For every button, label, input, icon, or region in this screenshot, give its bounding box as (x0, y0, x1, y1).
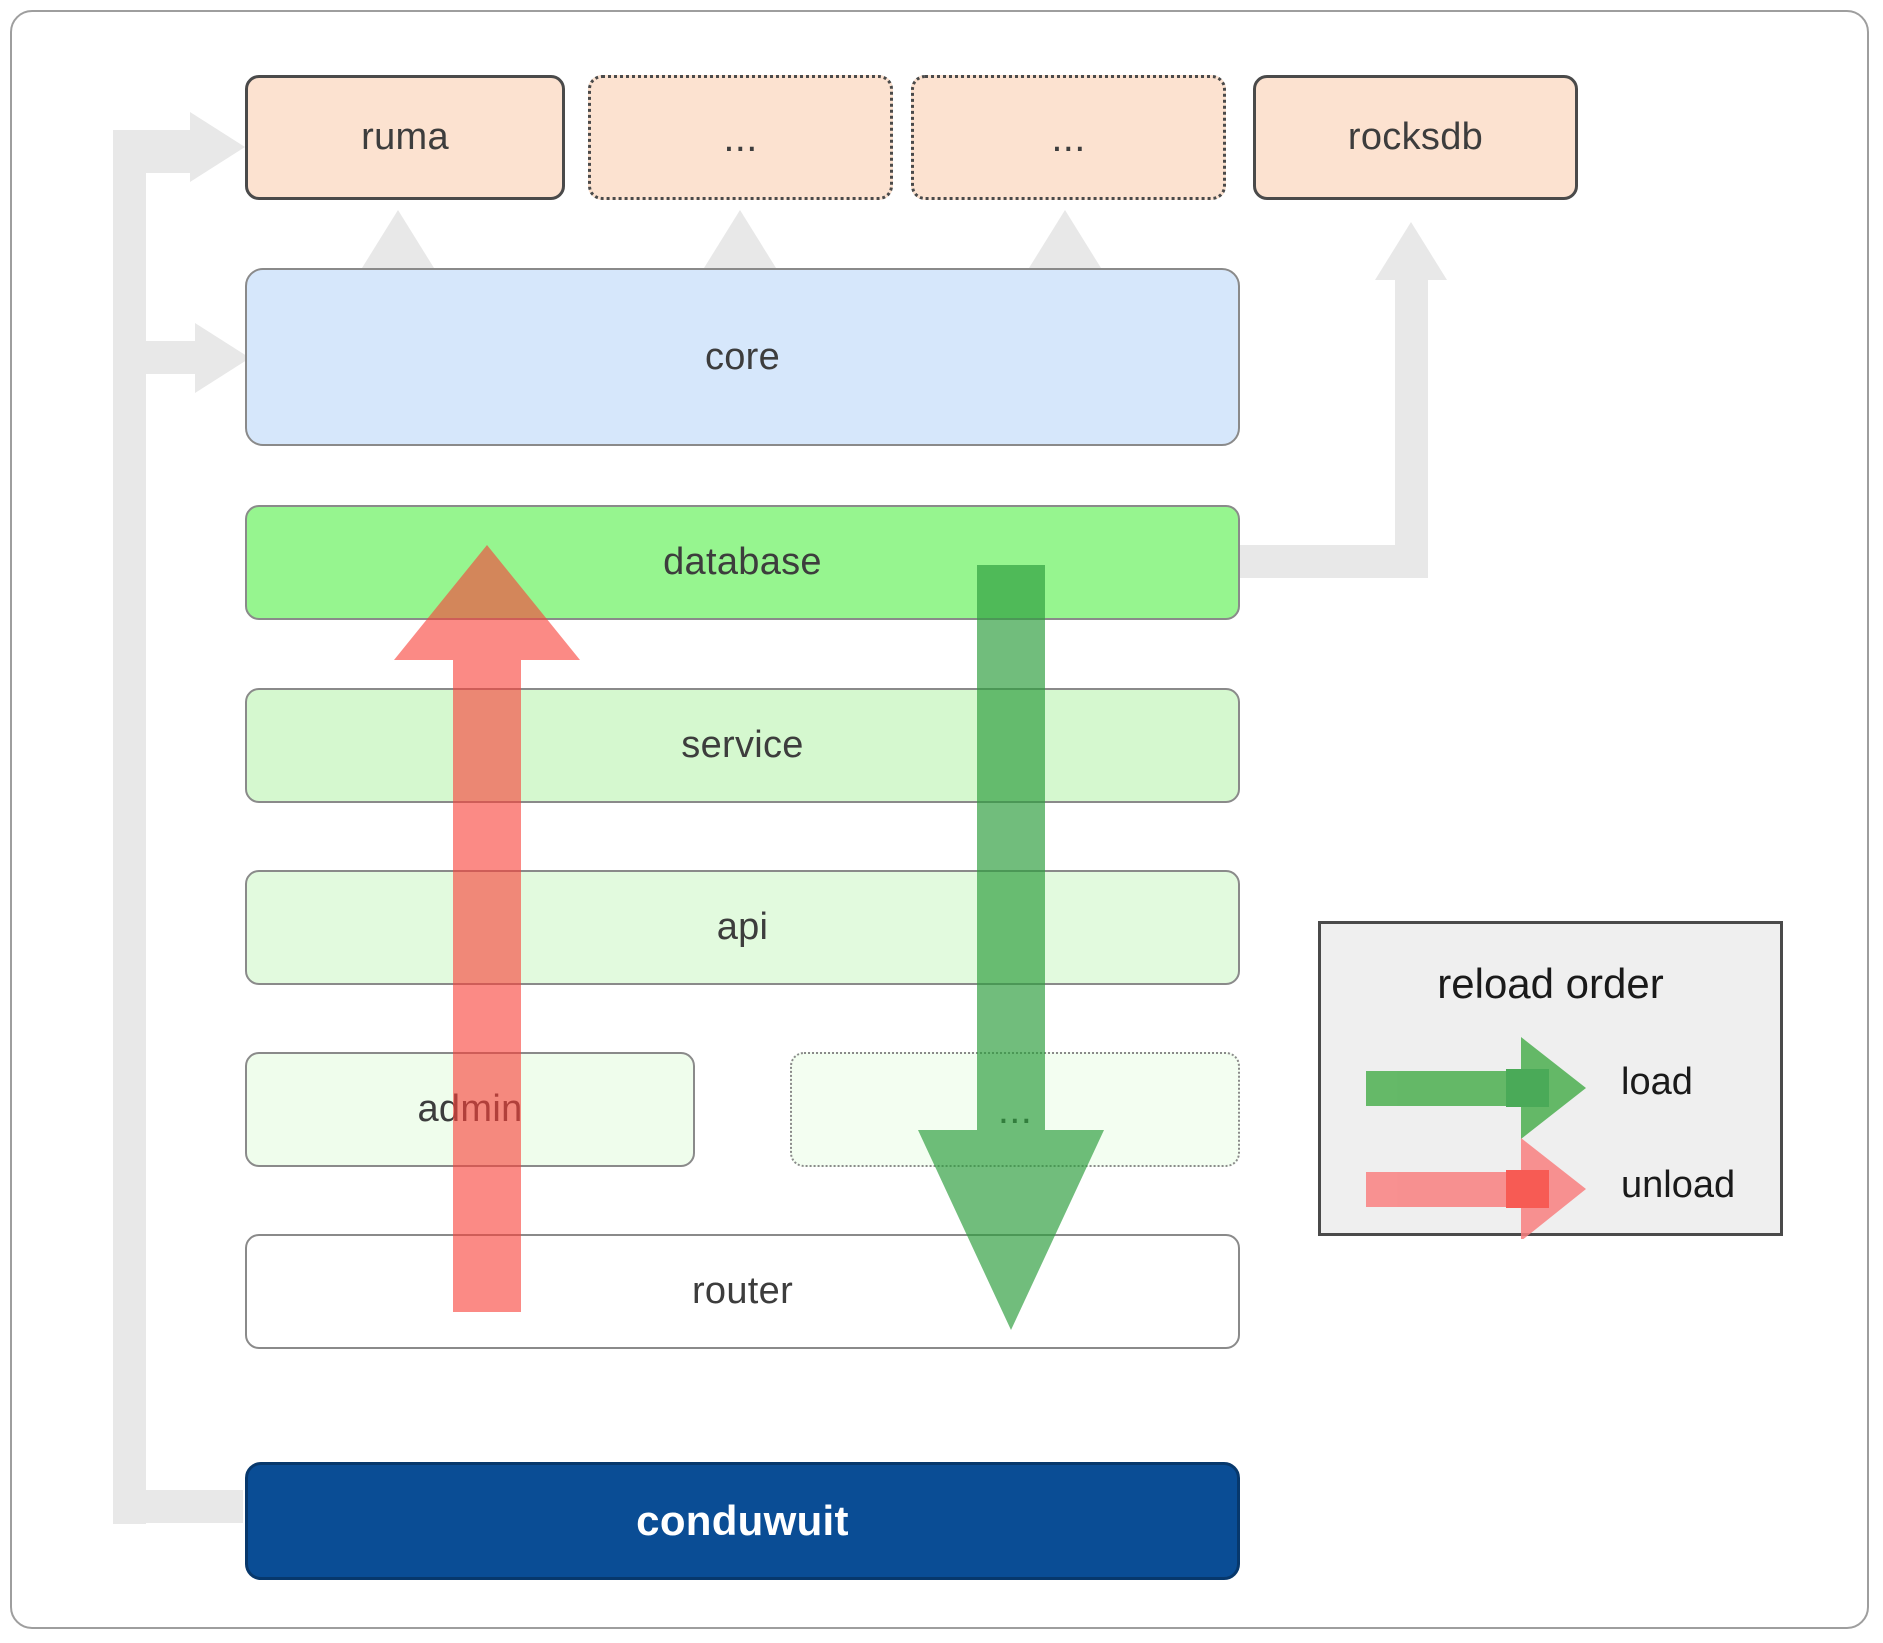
legend-arrow-icons (1366, 1037, 1586, 1239)
layer-box-service[interactable]: service (245, 688, 1240, 803)
layer-label-router: router (691, 1270, 794, 1312)
layer-label-core: core (704, 335, 781, 378)
layer-label-database: database (663, 541, 822, 583)
legend-panel: reload order load unload (1318, 921, 1783, 1239)
crate-box-dots-2[interactable]: ... (911, 75, 1226, 200)
layer-box-core[interactable]: core (245, 268, 1240, 446)
layer-label-admin: admin (417, 1088, 523, 1130)
layer-label-dots-3: ... (997, 1087, 1033, 1132)
crate-box-rocksdb[interactable]: rocksdb (1253, 75, 1578, 200)
legend-title: reload order (1437, 960, 1664, 1007)
binary-box-conduwuit[interactable]: conduwuit (245, 1462, 1240, 1580)
crate-box-ruma[interactable]: ruma (245, 75, 565, 200)
legend-label-load: load (1621, 1061, 1693, 1103)
legend-unload-arrow-icon (1366, 1138, 1586, 1239)
layer-box-database[interactable]: database (245, 505, 1240, 620)
legend-load-arrow-icon (1366, 1037, 1586, 1139)
crate-label-dots-1: ... (723, 115, 758, 160)
crate-box-dots-1[interactable]: ... (588, 75, 893, 200)
layer-box-router[interactable]: router (245, 1234, 1240, 1349)
crate-label-ruma: ruma (361, 116, 449, 158)
layer-box-dots-3[interactable]: ... (790, 1052, 1240, 1167)
diagram-frame (10, 10, 1869, 1629)
layer-label-service: service (681, 724, 804, 766)
binary-label-conduwuit: conduwuit (636, 1497, 849, 1544)
layer-label-api: api (716, 906, 769, 948)
layer-box-api[interactable]: api (245, 870, 1240, 985)
layer-box-admin[interactable]: admin (245, 1052, 695, 1167)
crate-label-rocksdb: rocksdb (1347, 116, 1484, 158)
crate-label-dots-2: ... (1051, 115, 1086, 160)
legend-label-unload: unload (1621, 1164, 1736, 1206)
